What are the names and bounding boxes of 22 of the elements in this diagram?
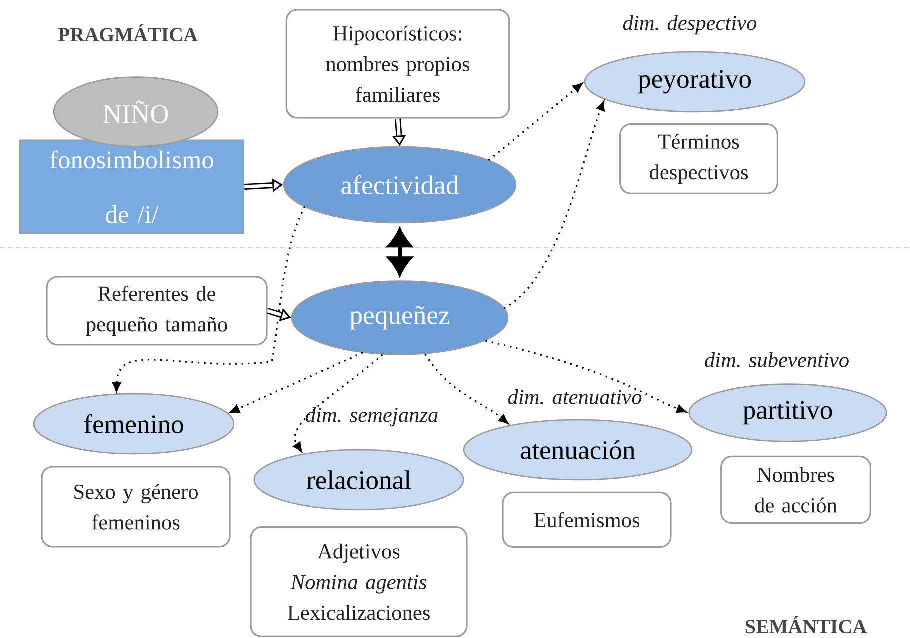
note-box: Eufemismos — [502, 492, 672, 548]
arrow — [485, 340, 686, 414]
arrow — [293, 354, 384, 452]
arrow — [488, 83, 583, 162]
note-box: Sexo y género femeninos — [41, 466, 231, 548]
note-box: Nombres de acción — [720, 456, 872, 524]
arrow — [424, 354, 508, 424]
sound-box: fonosimbolismo de /i/ — [19, 140, 245, 234]
section-heading: SEMÁNTICA — [746, 616, 867, 634]
dim-label: dim. semejanza — [306, 407, 438, 427]
note-box: Hipocorísticos: nombres propios familiares — [286, 9, 510, 119]
note-box: Adjetivos Nomina agentis Lexicalizaciones — [250, 526, 468, 638]
dim-label: dim. subeventivo — [705, 352, 849, 368]
dim-label: dim. despectivo — [623, 15, 757, 35]
arrow — [388, 229, 412, 276]
note-box: Referentes de pequeño tamaño — [46, 276, 268, 346]
section-heading: PRAGMÁTICA — [58, 24, 198, 42]
arrow — [504, 101, 605, 310]
arrow — [112, 206, 306, 392]
note-box: Términos despectivos — [620, 124, 778, 194]
dim-label: dim. atenuativo — [508, 389, 642, 405]
arrow — [230, 352, 364, 414]
